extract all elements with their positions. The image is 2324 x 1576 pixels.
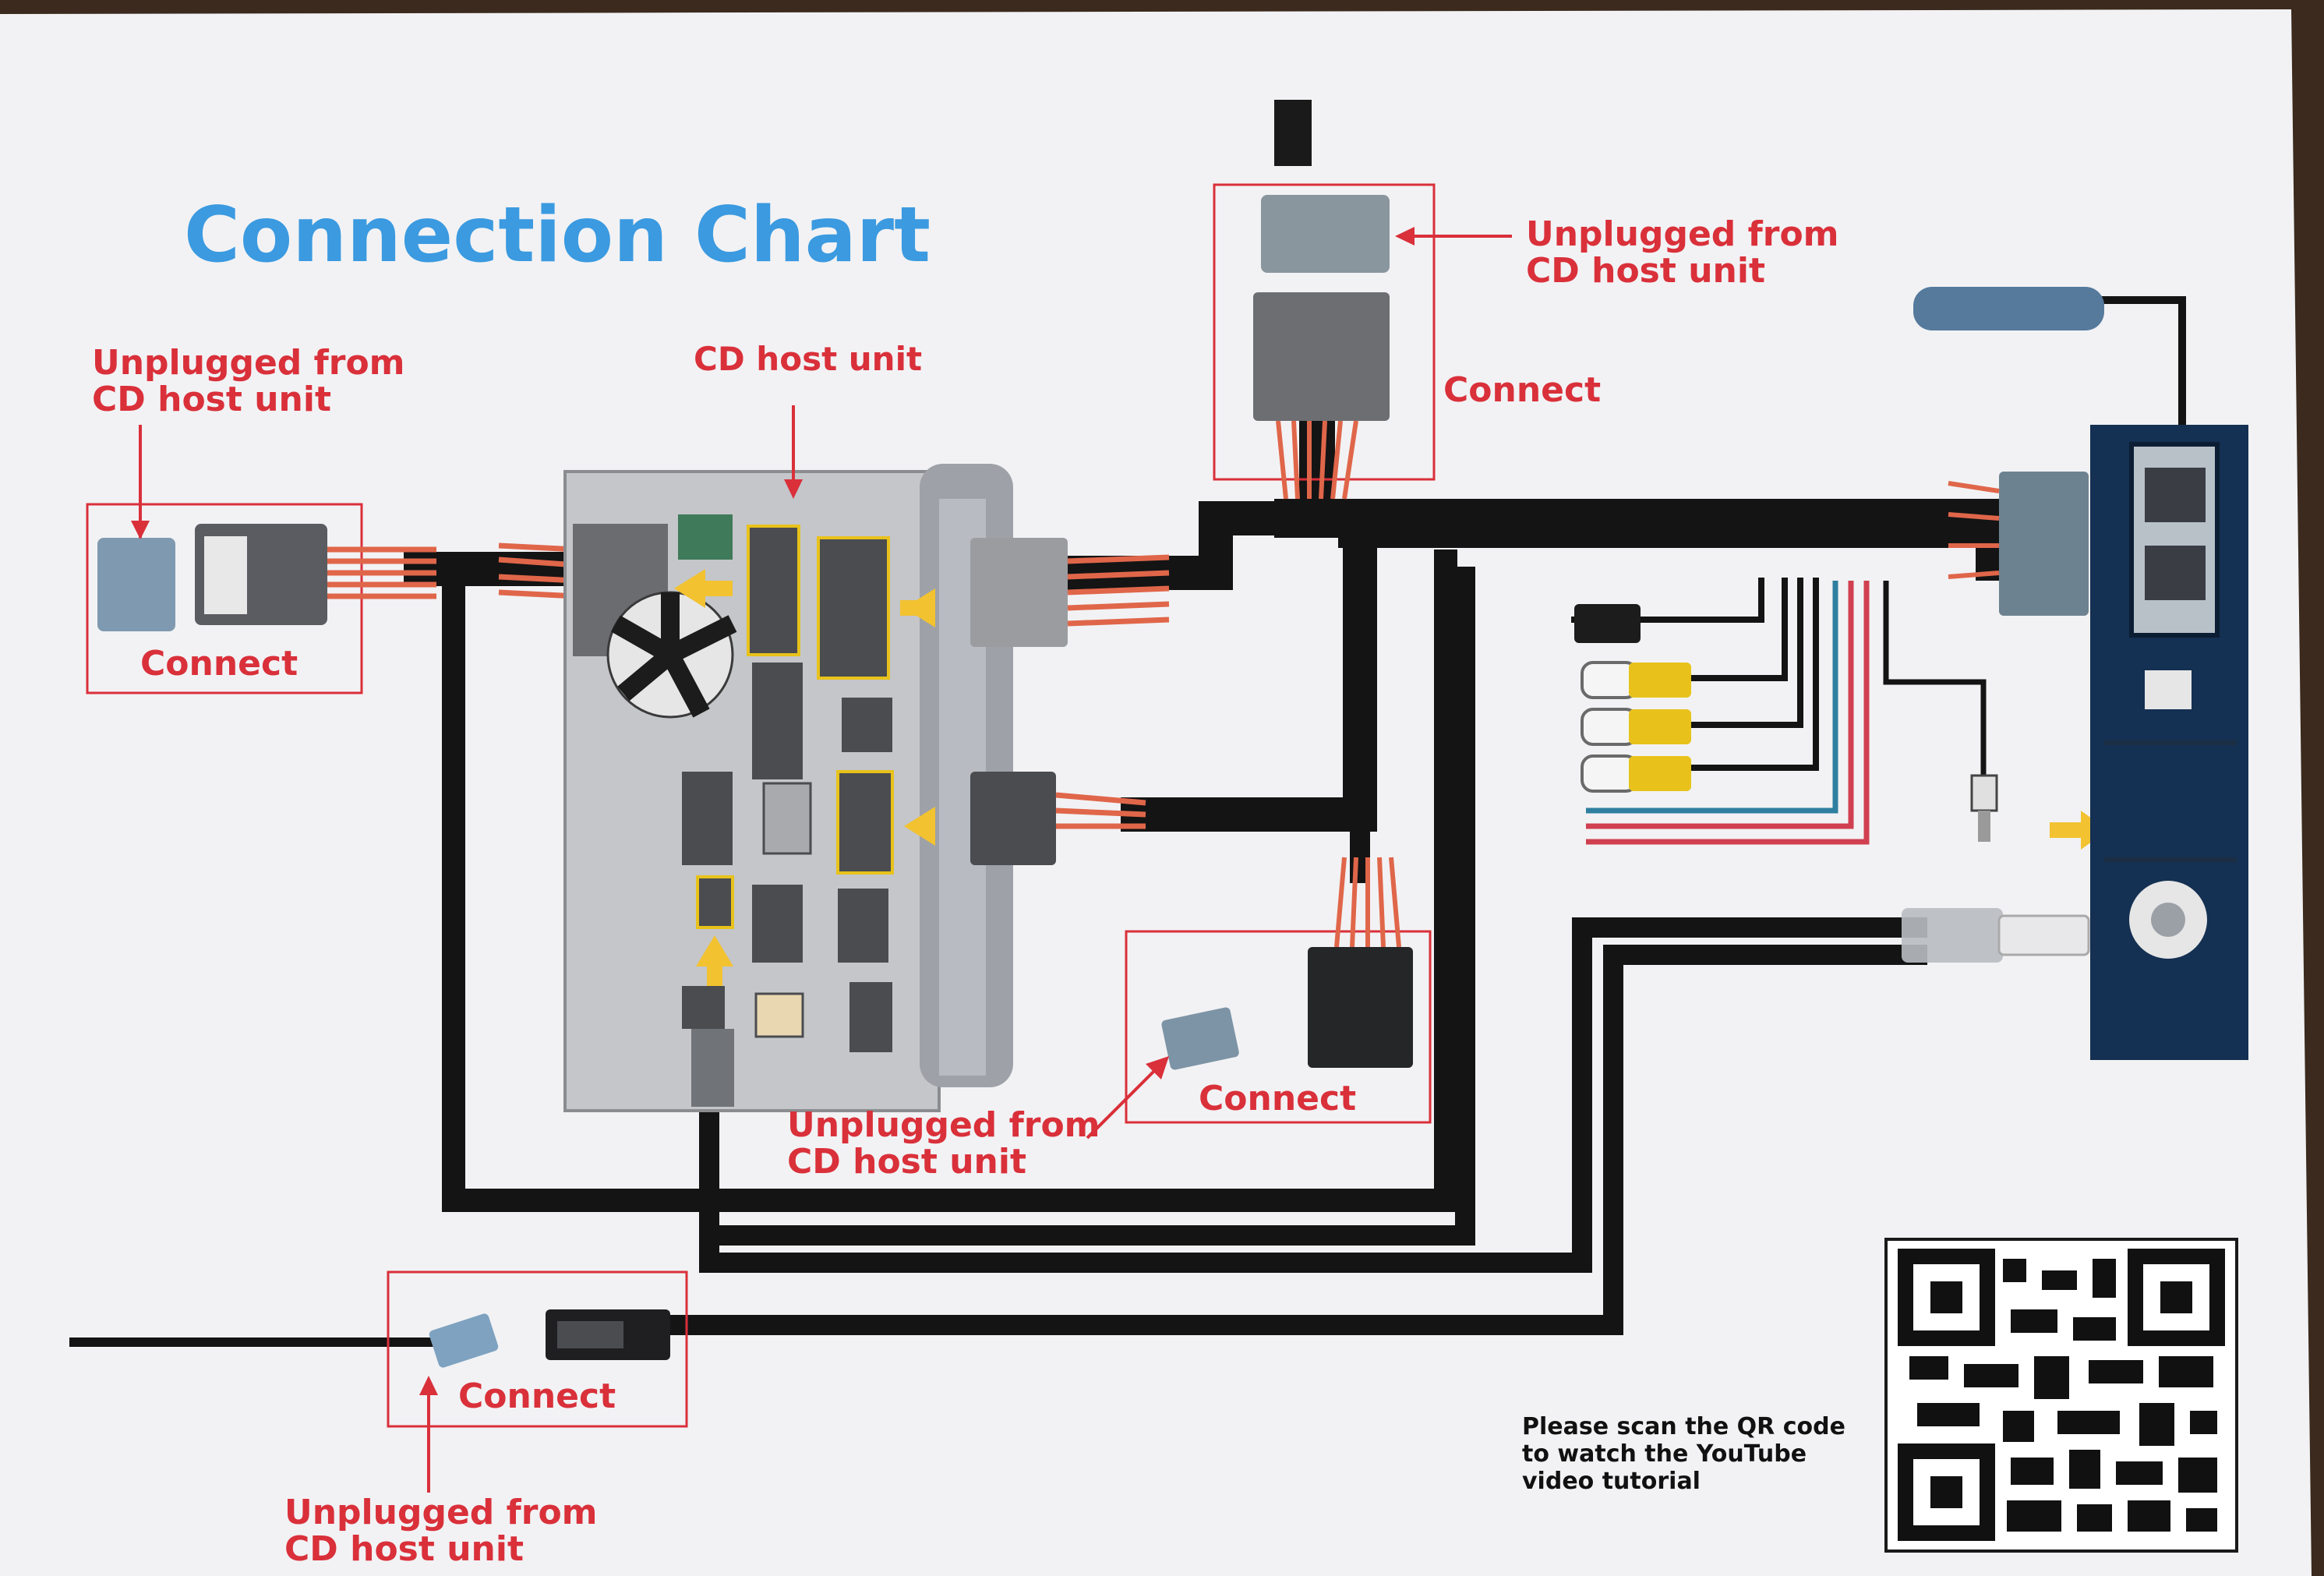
top-left-wires — [327, 542, 577, 599]
mid-arrow — [1086, 1058, 1167, 1140]
qr-note-line-2: to watch the YouTube — [1522, 1440, 1807, 1468]
top-center-plug — [1261, 195, 1390, 273]
mid-connect-box — [1125, 930, 1432, 1124]
bottom-connect-label: Connect — [458, 1376, 616, 1416]
mid-unplugged-label-1: Unplugged from — [787, 1105, 1100, 1145]
qr-note-line-3: video tutorial — [1522, 1468, 1701, 1495]
cd-bottom-plug — [691, 1029, 734, 1107]
bottom-adapter-face — [557, 1321, 623, 1348]
module-harness-wires — [1948, 481, 2000, 579]
top-left-connect-label: Connect — [140, 644, 298, 684]
paper-sheet-face — [0, 9, 2312, 1576]
top-center-unplugged-label-1: Unplugged from — [1526, 214, 1839, 254]
yellow-arrows — [674, 569, 2108, 986]
top-left-arrow-head — [131, 521, 150, 539]
android-module-icon — [2090, 425, 2248, 1060]
colored-wires — [1586, 581, 1987, 845]
top-left-unplugged-label-2: CD host unit — [92, 380, 331, 419]
antenna-icon — [1913, 287, 2104, 330]
mid-plug — [1161, 1007, 1239, 1070]
top-left-plug — [97, 538, 175, 631]
top-center-arrow-head — [1395, 227, 1415, 246]
top-left-adapter-label — [204, 536, 247, 614]
top-center-cable-stub — [1274, 100, 1312, 166]
top-center-adapter — [1253, 292, 1390, 421]
mid-wires — [1334, 857, 1401, 948]
cd-host-unit-arrow-head — [784, 479, 803, 499]
bottom-arrow-head — [419, 1376, 438, 1395]
mid-adapter — [1308, 947, 1413, 1068]
usb-plug-icon — [1902, 908, 2090, 963]
module-harness-plug — [1999, 472, 2089, 616]
bottom-unplugged-label-2: CD host unit — [284, 1529, 524, 1569]
mid-arrow-head — [1146, 1056, 1169, 1080]
qr-note-line-1: Please scan the QR code — [1522, 1413, 1845, 1440]
cd-host-unit-label: CD host unit — [694, 340, 922, 378]
rca-plug-icon — [1581, 661, 1691, 793]
top-center-connect-label: Connect — [1443, 370, 1601, 410]
bottom-unplugged-label-1: Unplugged from — [284, 1493, 598, 1532]
mid-unplugged-label-2: CD host unit — [787, 1142, 1026, 1182]
mid-connect-label: Connect — [1199, 1079, 1356, 1118]
aux-jack-icon — [1970, 774, 1998, 842]
page-title: Connection Chart — [184, 191, 931, 280]
qr-code-icon — [1884, 1238, 2238, 1553]
cd-right-wires — [1055, 554, 1170, 829]
cd-host-unit-icon — [563, 464, 1013, 1112]
cd-right-plug-top — [970, 538, 1068, 647]
bottom-plug — [429, 1313, 499, 1368]
top-center-unplugged-label-2: CD host unit — [1526, 251, 1765, 291]
top-center-wires — [1276, 420, 1358, 500]
aux-plug — [1574, 604, 1641, 643]
cd-right-plug-mid — [970, 772, 1056, 865]
bottom-connect-box — [387, 1270, 688, 1428]
top-left-unplugged-label-1: Unplugged from — [92, 343, 405, 383]
